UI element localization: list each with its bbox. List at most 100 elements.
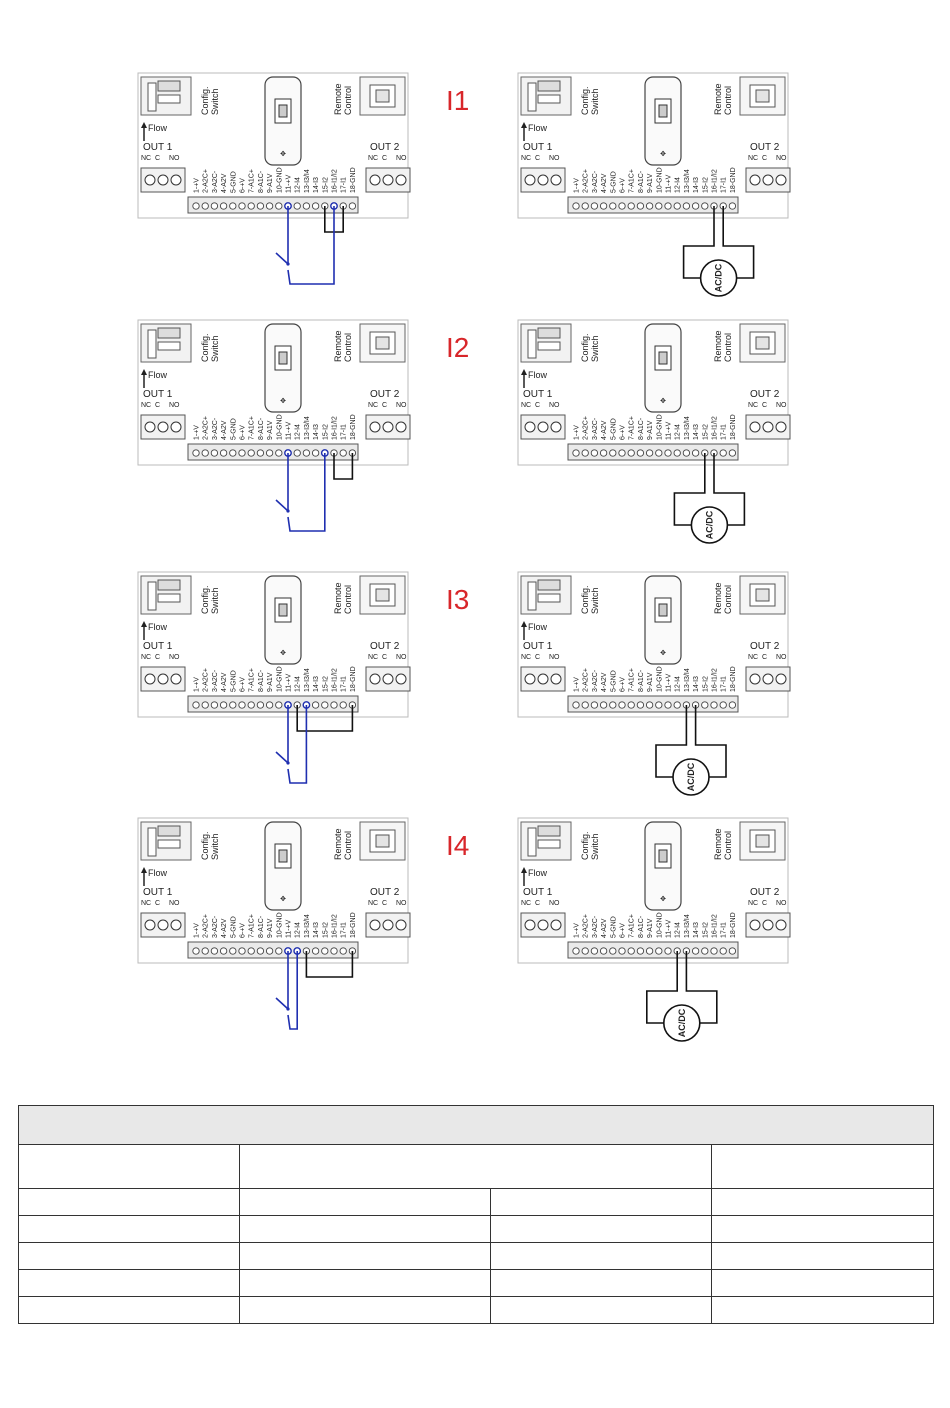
terminal-pin bbox=[265, 202, 274, 210]
config-label-line1: Config. bbox=[580, 86, 590, 115]
table-cell bbox=[711, 1269, 934, 1297]
terminal-pin bbox=[572, 449, 580, 457]
terminal-label-text: 2-A2C+ bbox=[203, 416, 210, 440]
terminal-label-text: 12-I4 bbox=[675, 922, 682, 938]
terminal-label: 7-A1C+ bbox=[629, 914, 636, 938]
out1-contact-label: NO bbox=[169, 900, 180, 907]
ac-dc-source-circuit: AC/DC bbox=[673, 453, 746, 544]
terminal-label: 16-I1/I2 bbox=[332, 416, 339, 440]
terminal-label: 7-A1C+ bbox=[249, 169, 256, 193]
config-switch-label: Config.Switch bbox=[200, 831, 220, 860]
switch-terminal-pin bbox=[293, 947, 302, 955]
out1-contact-label: NC bbox=[521, 155, 531, 162]
table-cell bbox=[490, 1188, 712, 1216]
terminal-pin bbox=[201, 947, 209, 955]
switch-contact bbox=[275, 751, 289, 764]
terminal-label: 7-A1C+ bbox=[629, 169, 636, 193]
terminal-pin bbox=[210, 947, 219, 955]
terminal-label-text: 17-I1 bbox=[721, 922, 728, 938]
terminal-label: 6-+V bbox=[240, 677, 247, 692]
terminal-label: 8-A1C- bbox=[258, 170, 265, 193]
terminal-pin bbox=[664, 449, 672, 457]
terminal-pin bbox=[229, 449, 237, 457]
out1-label: OUT 1 bbox=[143, 641, 173, 652]
jumper-wire bbox=[305, 951, 354, 978]
table-cell bbox=[711, 1296, 934, 1324]
terminal-label: 2-A2C+ bbox=[583, 416, 590, 440]
out1-contact-label: NC bbox=[521, 654, 531, 661]
remote-label-line2: Control bbox=[723, 86, 733, 115]
terminal-label: 3-A2C- bbox=[592, 417, 599, 440]
config-switch-label: Config.Switch bbox=[580, 86, 600, 115]
terminal-label-text: 6-+V bbox=[620, 923, 627, 938]
terminal-pin bbox=[590, 701, 599, 709]
config-label-line2: Switch bbox=[590, 833, 600, 860]
out2-label: OUT 2 bbox=[370, 641, 400, 652]
terminal-pin bbox=[321, 947, 329, 955]
out1-contact-label: NO bbox=[549, 402, 560, 409]
config-label-line1: Config. bbox=[200, 86, 210, 115]
config-switch-label: Config.Switch bbox=[200, 585, 220, 614]
terminal-label: 13-I3/I4 bbox=[304, 416, 311, 440]
terminal-label-text: 13-I3/I4 bbox=[684, 169, 691, 193]
terminal-pin bbox=[609, 701, 617, 709]
switch-terminal-pin bbox=[284, 701, 292, 709]
terminal-pin bbox=[728, 449, 737, 457]
terminal-label: 13-I3/I4 bbox=[684, 914, 691, 938]
flow-label: Flow bbox=[528, 622, 548, 632]
terminal-label-text: 3-A2C- bbox=[212, 669, 219, 692]
terminal-pin bbox=[311, 701, 320, 709]
terminal-label: 12-I4 bbox=[675, 424, 682, 440]
terminal-pin bbox=[275, 701, 283, 709]
flow-label: Flow bbox=[528, 123, 548, 133]
terminal-pin bbox=[256, 947, 265, 955]
out2-contact-label: NC bbox=[368, 654, 378, 661]
terminal-label: 9-A1V bbox=[647, 173, 654, 193]
config-switch-label: Config.Switch bbox=[200, 86, 220, 115]
terminal-pin bbox=[599, 947, 608, 955]
out1-contact-label: C bbox=[535, 900, 540, 907]
table-cell bbox=[239, 1188, 491, 1216]
section-label: I3 bbox=[446, 584, 469, 615]
switch-wire bbox=[275, 947, 302, 1030]
terminal-label-text: 16-I1/I2 bbox=[712, 416, 719, 440]
out2-contact-label: NO bbox=[396, 402, 407, 409]
flow-label: Flow bbox=[148, 622, 168, 632]
terminal-pin bbox=[636, 202, 645, 210]
terminal-label-text: 14-I3 bbox=[693, 424, 700, 440]
remote-label-line1: Remote bbox=[333, 83, 343, 115]
remote-label-line2: Control bbox=[343, 831, 353, 860]
terminal-label-text: 12-I4 bbox=[675, 424, 682, 440]
terminal-label: 11-+V bbox=[666, 174, 673, 193]
switch-terminal-pin bbox=[320, 449, 329, 457]
terminal-label-text: 10-GND bbox=[656, 912, 663, 938]
terminal-label: 16-I1/I2 bbox=[332, 668, 339, 692]
out1-label: OUT 1 bbox=[143, 887, 173, 898]
terminal-pin bbox=[655, 202, 663, 210]
config-label-line2: Switch bbox=[210, 88, 220, 115]
terminal-label: 16-I1/I2 bbox=[712, 914, 719, 938]
terminal-pin bbox=[618, 449, 626, 457]
terminal-pin bbox=[682, 202, 691, 210]
switch-terminal-pin bbox=[284, 947, 292, 955]
terminal-label: 9-A1V bbox=[647, 672, 654, 692]
terminal-label: 5-GND bbox=[610, 418, 617, 440]
out2-contact-label: NC bbox=[368, 900, 378, 907]
terminal-pin bbox=[627, 202, 635, 210]
terminal-pin bbox=[201, 449, 209, 457]
out2-contact-label: C bbox=[762, 900, 767, 907]
terminal-pin bbox=[247, 947, 255, 955]
terminal-label-text: 16-I1/I2 bbox=[712, 914, 719, 938]
terminal-label-text: 7-A1C+ bbox=[249, 416, 256, 440]
flow-label: Flow bbox=[148, 370, 168, 380]
table-cell bbox=[490, 1296, 712, 1324]
terminal-label: 10-GND bbox=[656, 666, 663, 692]
terminal-pin bbox=[728, 701, 737, 709]
out2-contact-label: NO bbox=[776, 654, 787, 661]
section-label: I4 bbox=[446, 830, 469, 861]
terminal-label-text: 10-GND bbox=[276, 414, 283, 440]
terminal-pin bbox=[710, 701, 718, 709]
